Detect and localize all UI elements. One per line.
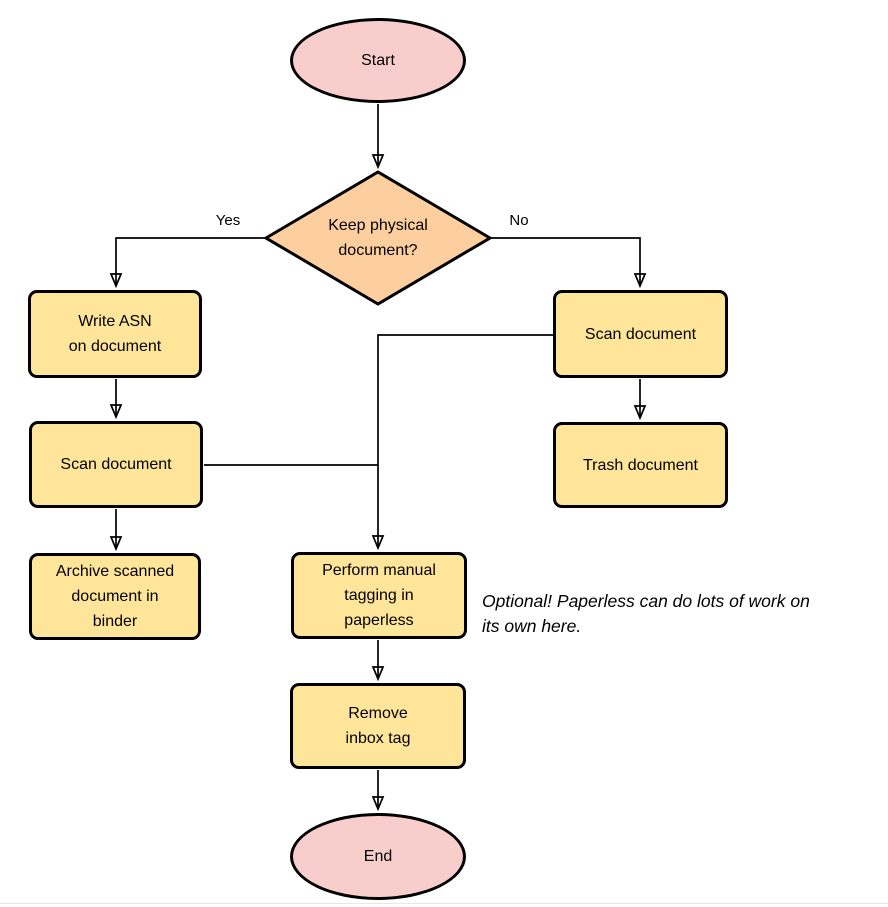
node-scan-document-right: Scan document bbox=[553, 290, 728, 378]
node-archive-binder-label: Archive scanned document in binder bbox=[55, 563, 175, 630]
node-scan-document-right-label: Scan document bbox=[584, 325, 697, 343]
optional-annotation: Optional! Paperless can do lots of work … bbox=[482, 591, 810, 636]
node-archive-binder: Archive scanned document in binder bbox=[29, 553, 201, 640]
edge-label-yes: Yes bbox=[215, 212, 241, 229]
node-scan-document-left: Scan document bbox=[29, 421, 203, 508]
edge-scan-right-tagging bbox=[378, 334, 553, 548]
decision-diamond-shape bbox=[264, 170, 492, 306]
node-write-asn-label: Write ASN on document bbox=[68, 313, 162, 355]
node-decision-label: Keep physical document? bbox=[328, 217, 428, 259]
edge-decision-scan-right bbox=[491, 237, 640, 286]
node-manual-tagging: Perform manual tagging in paperless bbox=[291, 552, 467, 639]
edge-label-no: No bbox=[509, 212, 529, 229]
node-remove-inbox-tag: Remove inbox tag bbox=[290, 683, 466, 769]
page-bottom-border bbox=[0, 903, 888, 904]
node-end-label: End bbox=[363, 848, 393, 865]
node-start: Start bbox=[290, 18, 466, 103]
node-remove-inbox-tag-label: Remove inbox tag bbox=[345, 705, 411, 747]
edge-decision-write-asn bbox=[116, 237, 265, 286]
node-end: End bbox=[290, 813, 466, 900]
node-start-label: Start bbox=[361, 52, 395, 69]
node-decision: Keep physical document? bbox=[264, 170, 492, 306]
node-trash-document: Trash document bbox=[553, 422, 728, 508]
node-trash-document-label: Trash document bbox=[582, 456, 698, 474]
node-write-asn: Write ASN on document bbox=[28, 290, 202, 378]
node-manual-tagging-label: Perform manual tagging in paperless bbox=[322, 562, 436, 629]
node-scan-document-left-label: Scan document bbox=[60, 456, 172, 473]
